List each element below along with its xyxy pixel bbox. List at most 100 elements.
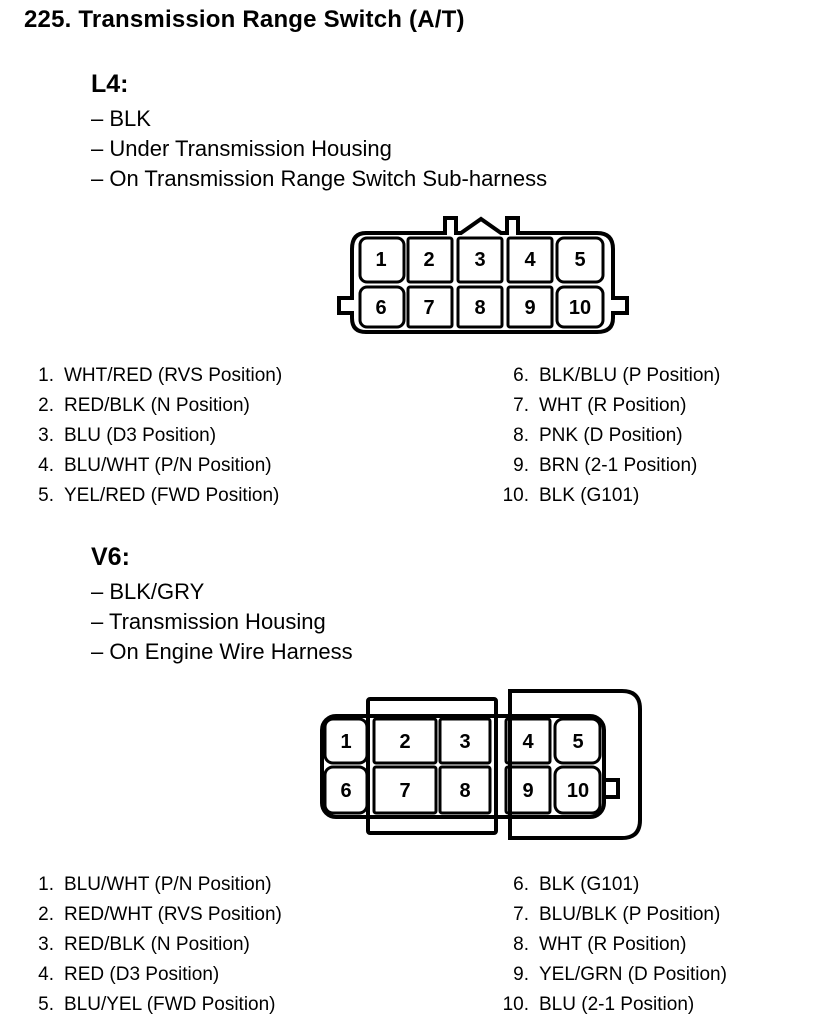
l4-cavity-label-6: 6 bbox=[375, 297, 386, 319]
l4-cavity-8 bbox=[456, 285, 504, 329]
pin-number: 6. bbox=[513, 874, 529, 895]
v6-cavity-label-10: 10 bbox=[567, 780, 589, 802]
v6-connector-latch bbox=[604, 778, 620, 799]
v6-cavity-label-8: 8 bbox=[459, 780, 470, 802]
pin-description: RED/WHT (RVS Position) bbox=[64, 904, 282, 925]
l4-connector-diagram bbox=[337, 216, 629, 334]
v6-cavity-label-1: 1 bbox=[340, 731, 351, 753]
l4-heading: L4: bbox=[91, 70, 129, 98]
pin-number: 2. bbox=[38, 395, 54, 416]
pin-description: RED/BLK (N Position) bbox=[64, 934, 250, 955]
v6-heading: V6: bbox=[91, 543, 130, 571]
pin-description: BLK (G101) bbox=[539, 485, 640, 506]
list-item: 2. RED/WHT (RVS Position) bbox=[24, 900, 364, 930]
v6-cavity-7 bbox=[372, 765, 438, 815]
pin-description: BLK/BLU (P Position) bbox=[539, 365, 721, 386]
v6-color: – BLK/GRY bbox=[91, 579, 205, 604]
l4-cavity-label-7: 7 bbox=[423, 297, 434, 319]
pin-description: RED/BLK (N Position) bbox=[64, 395, 250, 416]
pin-description: BLU/YEL (FWD Position) bbox=[64, 994, 276, 1015]
pin-number: 5. bbox=[38, 485, 54, 506]
list-item: 1. WHT/RED (RVS Position) bbox=[24, 361, 364, 391]
pin-number: 1. bbox=[38, 874, 54, 895]
v6-cavity-label-2: 2 bbox=[399, 731, 410, 753]
l4-cavity-label-2: 2 bbox=[423, 249, 434, 271]
v6-cavity-6 bbox=[323, 765, 369, 815]
pin-number: 9. bbox=[513, 455, 529, 476]
list-item: 8. WHT (R Position) bbox=[499, 930, 819, 960]
list-item: 10. BLU (2-1 Position) bbox=[499, 990, 819, 1020]
list-item: 4. BLU/WHT (P/N Position) bbox=[24, 451, 364, 481]
l4-cavity-label-4: 4 bbox=[524, 249, 536, 271]
l4-cavity-4 bbox=[506, 236, 554, 284]
l4-cavity-label-10: 10 bbox=[569, 297, 591, 319]
pin-description: BRN (2-1 Position) bbox=[539, 455, 698, 476]
l4-pin-list-left: 1. WHT/RED (RVS Position) 2. RED/BLK (N Po… bbox=[24, 361, 364, 511]
l4-pin-list-right: 6. BLK/BLU (P Position) 7.WHT (R Position… bbox=[499, 361, 819, 511]
v6-location: – Transmission Housing bbox=[91, 609, 326, 634]
l4-cavity-6 bbox=[358, 285, 406, 329]
pin-description: BLU/BLK (P Position) bbox=[539, 904, 721, 925]
v6-cavity-8 bbox=[438, 765, 492, 815]
pin-description: BLU/WHT (P/N Position) bbox=[64, 874, 272, 895]
pin-number: 4. bbox=[38, 455, 54, 476]
v6-connector-outer-housing bbox=[320, 714, 606, 819]
page-title: 225. Transmission Range Switch (A/T) bbox=[24, 6, 465, 33]
list-item: 6. BLK (G101) bbox=[499, 870, 819, 900]
v6-cavity-label-5: 5 bbox=[572, 731, 583, 753]
pin-description: BLU (D3 Position) bbox=[64, 425, 217, 446]
l4-cavity-2 bbox=[406, 236, 454, 284]
list-item: 2. RED/BLK (N Position) bbox=[24, 391, 364, 421]
pin-number: 4. bbox=[38, 964, 54, 985]
list-item: 7.WHT (R Position) bbox=[499, 391, 819, 421]
pin-description: RED (D3 Position) bbox=[64, 964, 220, 985]
pin-description: WHT/RED (RVS Position) bbox=[64, 365, 283, 386]
v6-cavity-label-4: 4 bbox=[522, 731, 534, 753]
l4-cavity-1 bbox=[358, 236, 406, 284]
list-item: 5. BLU/YEL (FWD Position) bbox=[24, 990, 364, 1020]
list-item: 9.YEL/GRN (D Position) bbox=[499, 960, 819, 990]
v6-cavity-1 bbox=[323, 717, 369, 765]
l4-connector-housing bbox=[337, 216, 629, 334]
v6-connector-diagram bbox=[320, 689, 642, 840]
v6-connector-right-shell bbox=[508, 689, 642, 840]
pin-number: 10. bbox=[502, 485, 529, 506]
v6-connector-middle-shell bbox=[366, 697, 498, 835]
pin-number: 8. bbox=[513, 934, 529, 955]
v6-cavity-10 bbox=[553, 765, 602, 815]
l4-cavity-10 bbox=[555, 285, 605, 329]
l4-connector-info: – BLK – Under Transmission Housing – On … bbox=[91, 104, 547, 194]
pin-number: 8. bbox=[513, 425, 529, 446]
pin-description: BLK (G101) bbox=[539, 874, 640, 895]
list-item: 9. BRN (2-1 Position) bbox=[499, 451, 819, 481]
l4-cavity-label-8: 8 bbox=[474, 297, 485, 319]
pin-number: 10. bbox=[502, 994, 529, 1015]
l4-cavity-3 bbox=[456, 236, 504, 284]
pin-number: 3. bbox=[38, 934, 54, 955]
list-item: 3. RED/BLK (N Position) bbox=[24, 930, 364, 960]
v6-cavity-3 bbox=[438, 717, 492, 765]
pin-number: 6. bbox=[513, 365, 529, 386]
pin-number: 2. bbox=[38, 904, 54, 925]
l4-cavity-label-9: 9 bbox=[524, 297, 535, 319]
list-item: 4. RED (D3 Position) bbox=[24, 960, 364, 990]
pin-description: YEL/RED (FWD Position) bbox=[64, 485, 280, 506]
list-item: 5. YEL/RED (FWD Position) bbox=[24, 481, 364, 511]
pin-description: WHT (R Position) bbox=[539, 934, 687, 955]
pin-number: 7. bbox=[513, 904, 529, 925]
list-item: 7. BLU/BLK (P Position) bbox=[499, 900, 819, 930]
pin-number: 5. bbox=[38, 994, 54, 1015]
l4-cavity-5 bbox=[555, 236, 605, 284]
list-item: 1. BLU/WHT (P/N Position) bbox=[24, 870, 364, 900]
list-item: 8.PNK (D Position) bbox=[499, 421, 819, 451]
v6-cavity-9 bbox=[504, 765, 552, 815]
pin-number: 1. bbox=[38, 365, 54, 386]
pin-description: BLU (2-1 Position) bbox=[539, 994, 695, 1015]
pin-description: BLU/WHT (P/N Position) bbox=[64, 455, 272, 476]
pin-number: 9. bbox=[513, 964, 529, 985]
v6-harness: – On Engine Wire Harness bbox=[91, 639, 353, 664]
v6-connector-info: – BLK/GRY – Transmission Housing – On En… bbox=[91, 577, 353, 667]
pin-description: WHT (R Position) bbox=[539, 395, 687, 416]
v6-cavity-2 bbox=[372, 717, 438, 765]
l4-cavity-label-3: 3 bbox=[474, 249, 485, 271]
